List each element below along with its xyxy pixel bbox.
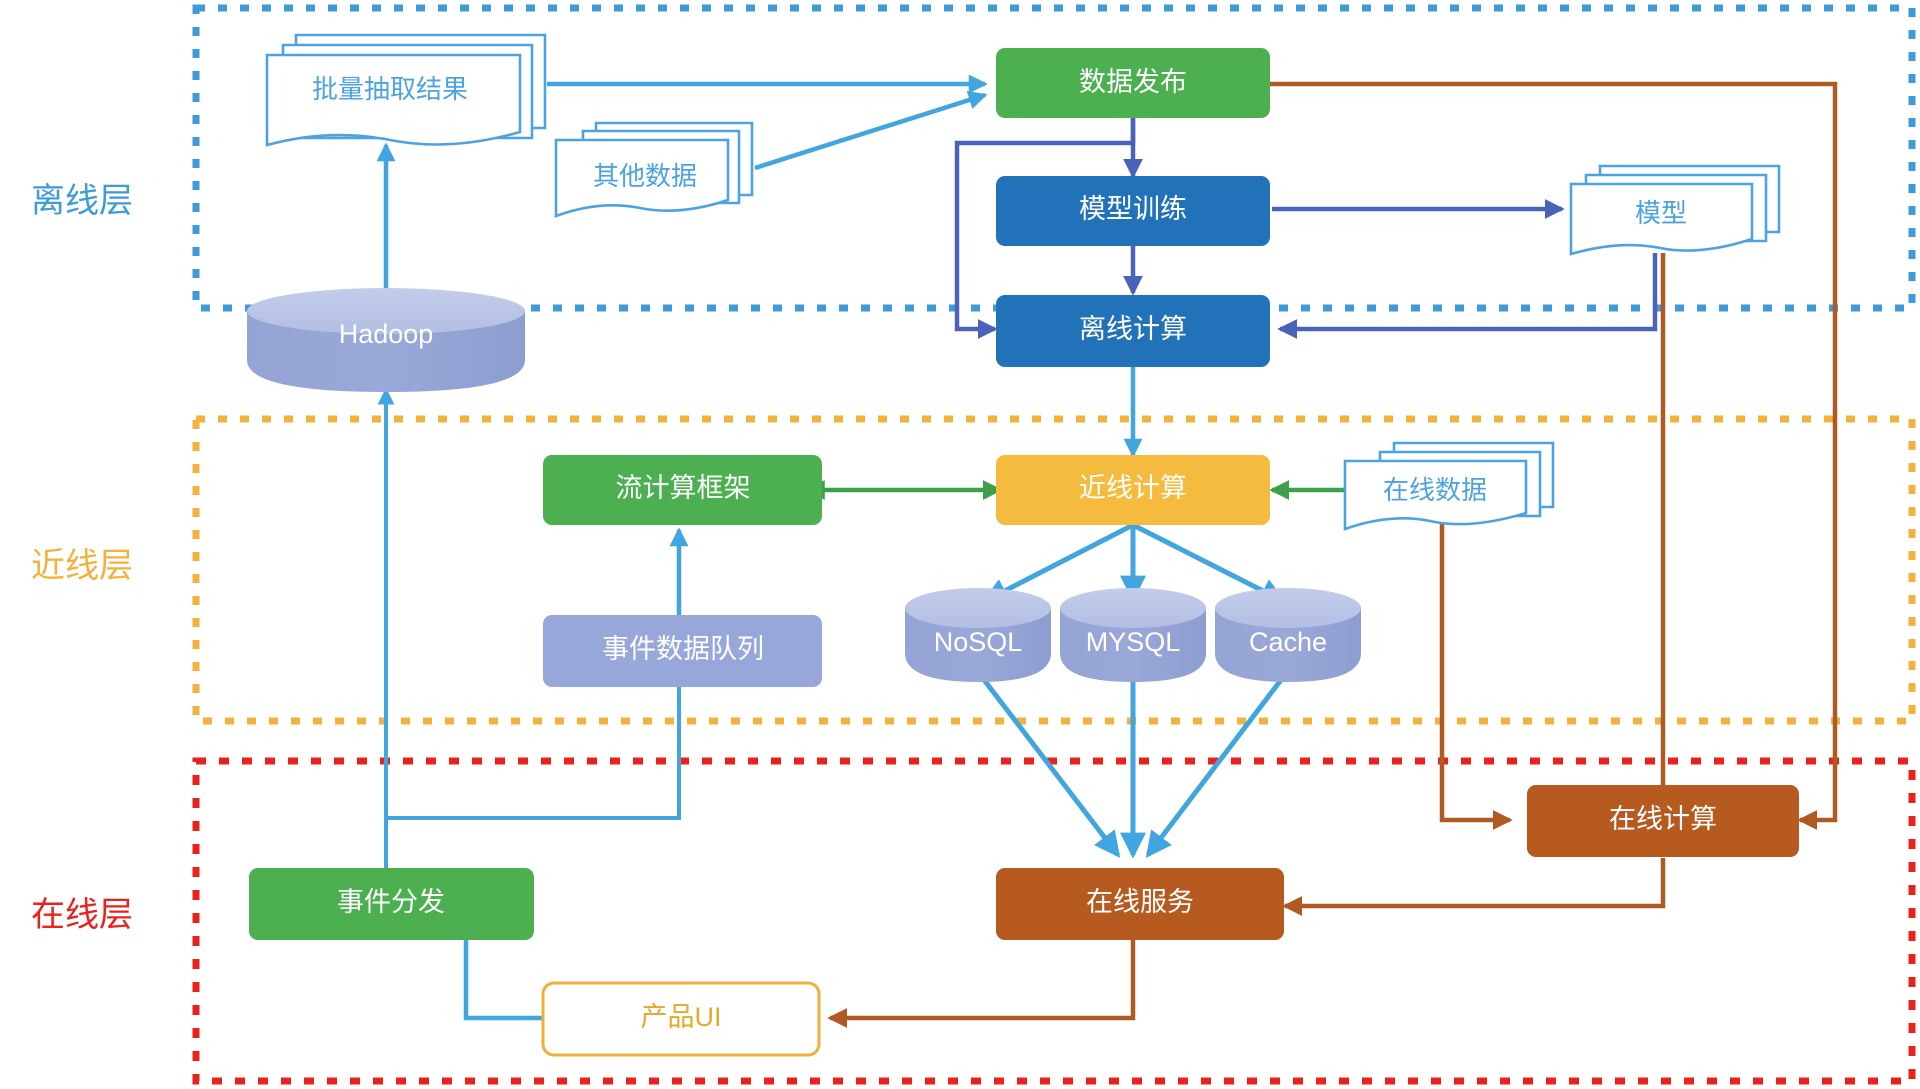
node-online-service[interactable]: 在线服务 <box>996 868 1284 940</box>
node-label-cache: Cache <box>1249 627 1327 657</box>
node-label-hadoop: Hadoop <box>339 319 434 349</box>
edge-data-publish-to-online-calc <box>1268 81 1838 830</box>
node-label-event-queue: 事件数据队列 <box>602 634 764 664</box>
edge-online-calc-to-online-service <box>1282 858 1666 916</box>
node-label-nearline-calc: 近线计算 <box>1079 473 1187 503</box>
node-cache[interactable]: Cache <box>1215 588 1361 682</box>
node-model-train[interactable]: 模型训练 <box>996 176 1270 246</box>
layer-band-online <box>192 757 1916 1085</box>
edge-event-dispatch-to-event-queue <box>386 648 688 820</box>
node-label-model-train: 模型训练 <box>1079 194 1187 224</box>
node-event-dispatch[interactable]: 事件分发 <box>249 868 534 940</box>
node-stream-framework[interactable]: 流计算框架 <box>543 455 822 525</box>
node-data-publish[interactable]: 数据发布 <box>996 48 1270 118</box>
node-label-batch-extract: 批量抽取结果 <box>312 74 468 104</box>
node-label-other-data: 其他数据 <box>593 161 697 191</box>
edge-product-ui-to-event-dispatch <box>456 902 542 1021</box>
node-label-product-ui: 产品UI <box>641 1002 722 1032</box>
node-label-online-data: 在线数据 <box>1383 475 1487 505</box>
node-product-ui[interactable]: 产品UI <box>541 981 821 1057</box>
node-label-event-dispatch: 事件分发 <box>337 887 445 917</box>
node-nearline-calc[interactable]: 近线计算 <box>996 455 1270 525</box>
edge-nosql-to-online-service <box>976 670 1121 858</box>
node-label-nosql: NoSQL <box>934 627 1023 657</box>
edge-online-data-to-online-calc <box>1439 512 1513 830</box>
node-offline-calc[interactable]: 离线计算 <box>996 295 1270 367</box>
node-label-data-publish: 数据发布 <box>1079 67 1187 97</box>
edge-nearline-calc-to-cache <box>1131 522 1287 604</box>
node-mysql[interactable]: MYSQL <box>1060 588 1206 682</box>
edge-cache-to-online-service <box>1145 670 1289 858</box>
node-event-queue[interactable]: 事件数据队列 <box>543 615 822 687</box>
node-other-data[interactable]: 其他数据 <box>554 121 754 218</box>
layer-band-nearline <box>192 415 1916 725</box>
edge-other-data-to-data-publish <box>754 90 988 171</box>
node-label-offline-calc: 离线计算 <box>1079 314 1187 344</box>
node-hadoop[interactable]: Hadoop <box>247 288 525 392</box>
node-nosql[interactable]: NoSQL <box>905 588 1051 682</box>
node-label-online-service: 在线服务 <box>1086 887 1194 917</box>
node-batch-extract[interactable]: 批量抽取结果 <box>265 33 547 147</box>
node-label-mysql: MYSQL <box>1086 627 1181 657</box>
node-online-calc[interactable]: 在线计算 <box>1527 785 1799 857</box>
layer-label-online: 在线层 <box>31 896 133 934</box>
layer-label-offline: 离线层 <box>31 182 133 220</box>
layer-band-offline <box>192 4 1916 312</box>
node-label-online-calc: 在线计算 <box>1609 804 1717 834</box>
node-label-stream-framework: 流计算框架 <box>616 473 751 503</box>
edge-model-to-offline-calc <box>1277 253 1658 339</box>
layer-label-nearline: 近线层 <box>31 547 133 585</box>
node-label-model: 模型 <box>1635 198 1687 228</box>
node-online-data[interactable]: 在线数据 <box>1343 441 1555 531</box>
node-model[interactable]: 模型 <box>1569 164 1781 256</box>
edge-online-service-to-product-ui <box>827 937 1136 1028</box>
edge-nearline-calc-to-nosql <box>981 522 1135 604</box>
